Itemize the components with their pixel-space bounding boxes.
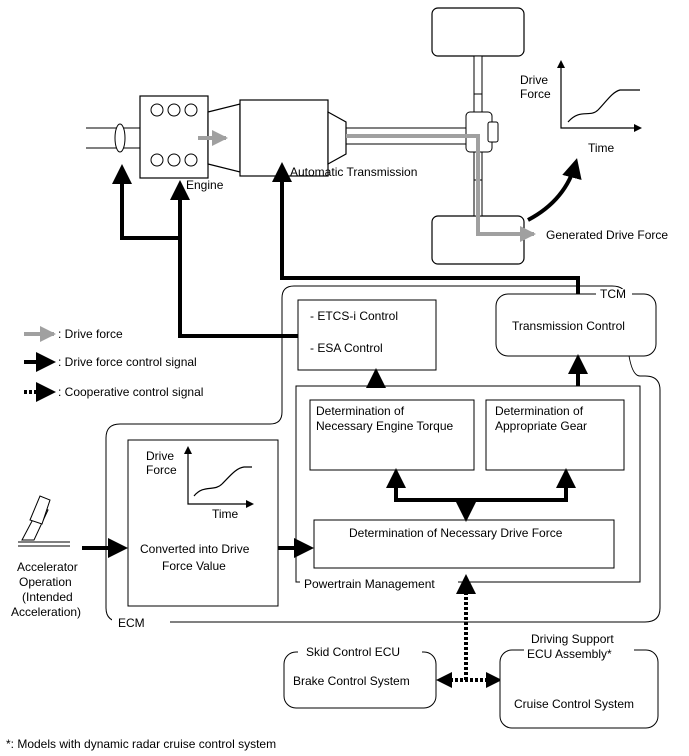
- transmission-control-label: Transmission Control: [512, 319, 625, 333]
- graph-top-ylabel-line2: Force: [520, 87, 551, 101]
- graph-top-ylabel-line1: Drive: [520, 73, 548, 87]
- drive-force-flow: [198, 130, 536, 242]
- legend-drive-force: : Drive force: [58, 327, 123, 341]
- brake-control-system-label: Brake Control System: [293, 674, 410, 688]
- automatic-transmission-label: Automatic Transmission: [290, 165, 417, 179]
- legend: : Drive force : Drive force control sign…: [24, 326, 203, 402]
- curved-big-arrow: [527, 158, 582, 222]
- skid-control-ecu-label: Skid Control ECU: [306, 645, 400, 659]
- accel-label-line4: Acceleration): [11, 605, 81, 619]
- engine-torque-label-line1: Determination of: [316, 404, 405, 418]
- driving-support-label-line2: ECU Assembly*: [527, 647, 612, 661]
- legend-control-signal: : Drive force control signal: [58, 355, 197, 369]
- engine-torque-box: [309, 399, 475, 471]
- drive-force-box-label: Determination of Necessary Drive Force: [349, 526, 563, 540]
- graph-ecm-xlabel: Time: [212, 507, 239, 521]
- wheel-front-right: [431, 7, 525, 57]
- converted-label-line2: Force Value: [162, 559, 226, 573]
- accelerator-pedal-icon: [18, 495, 70, 547]
- engine-label: Engine: [186, 178, 224, 192]
- gear-label-line2: Appropriate Gear: [495, 419, 587, 433]
- cooperative-signal-arrows: [436, 574, 502, 688]
- propeller-shaft: [346, 127, 466, 145]
- driving-support-label-line1: Driving Support: [531, 632, 614, 646]
- accel-label-line1: Accelerator: [17, 560, 78, 574]
- engine-block: [86, 95, 209, 179]
- control-signal-arrows: [82, 162, 588, 558]
- tcm-label: TCM: [600, 287, 626, 301]
- appropriate-gear-box: [485, 399, 625, 471]
- drive-force-graph-top: Drive Force Time: [520, 60, 642, 155]
- footnote: *: Models with dynamic radar cruise cont…: [6, 737, 276, 751]
- etcs-esa-box: [297, 299, 437, 371]
- etcs-control-label: - ETCS-i Control: [310, 309, 398, 323]
- graph-top-xlabel: Time: [588, 141, 615, 155]
- generated-drive-force-label: Generated Drive Force: [546, 228, 668, 242]
- cruise-control-system-label: Cruise Control System: [514, 697, 634, 711]
- graph-ecm-ylabel-line1: Drive: [146, 449, 174, 463]
- accel-label-line2: Operation: [19, 575, 72, 589]
- esa-control-label: - ESA Control: [310, 341, 383, 355]
- converted-label-line1: Converted into Drive: [140, 542, 250, 556]
- accel-label-line3: (Intended: [22, 590, 73, 604]
- drive-force-graph-ecm: Drive Force Time: [146, 446, 254, 521]
- powertrain-management-label: Powertrain Management: [304, 577, 435, 591]
- driving-support-ecu-box: [499, 649, 659, 729]
- gear-label-line1: Determination of: [495, 404, 584, 418]
- ecm-label: ECM: [118, 616, 145, 630]
- legend-cooperative-signal: : Cooperative control signal: [58, 385, 203, 399]
- converted-box: [127, 439, 279, 607]
- graph-ecm-ylabel-line2: Force: [146, 463, 177, 477]
- engine-torque-label-line2: Necessary Engine Torque: [316, 419, 454, 433]
- drive-force-box: [313, 519, 615, 569]
